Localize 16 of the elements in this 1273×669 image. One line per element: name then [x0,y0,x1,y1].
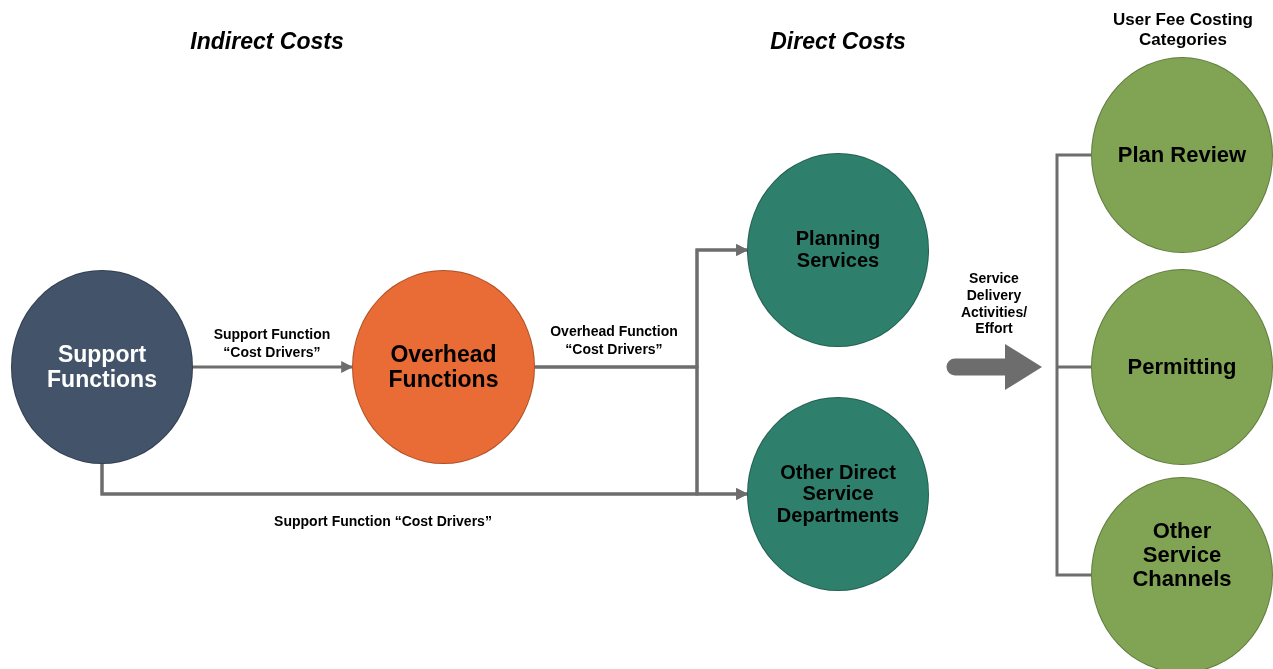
arrow [100,464,749,500]
node-label: Plan Review [1117,143,1247,167]
bracket-line [1055,153,1091,369]
node-label: Planning Services [794,228,882,272]
bracket-line [1055,365,1091,369]
node-label: Permitting [1127,355,1237,379]
node-label: Overhead Functions [387,342,500,392]
arrow [193,361,354,373]
node-label: Other Service Channels [1131,519,1233,591]
column-heading: User Fee Costing Categories [1112,10,1254,51]
column-heading: Indirect Costs [189,28,345,56]
bracket-line [1055,365,1091,577]
node-label: Other Direct Service Departments [775,461,901,527]
node-label: Support Functions [46,342,158,392]
column-heading: Direct Costs [769,28,907,56]
arrow-label: Service Delivery Activities/ Effort [959,270,1029,338]
